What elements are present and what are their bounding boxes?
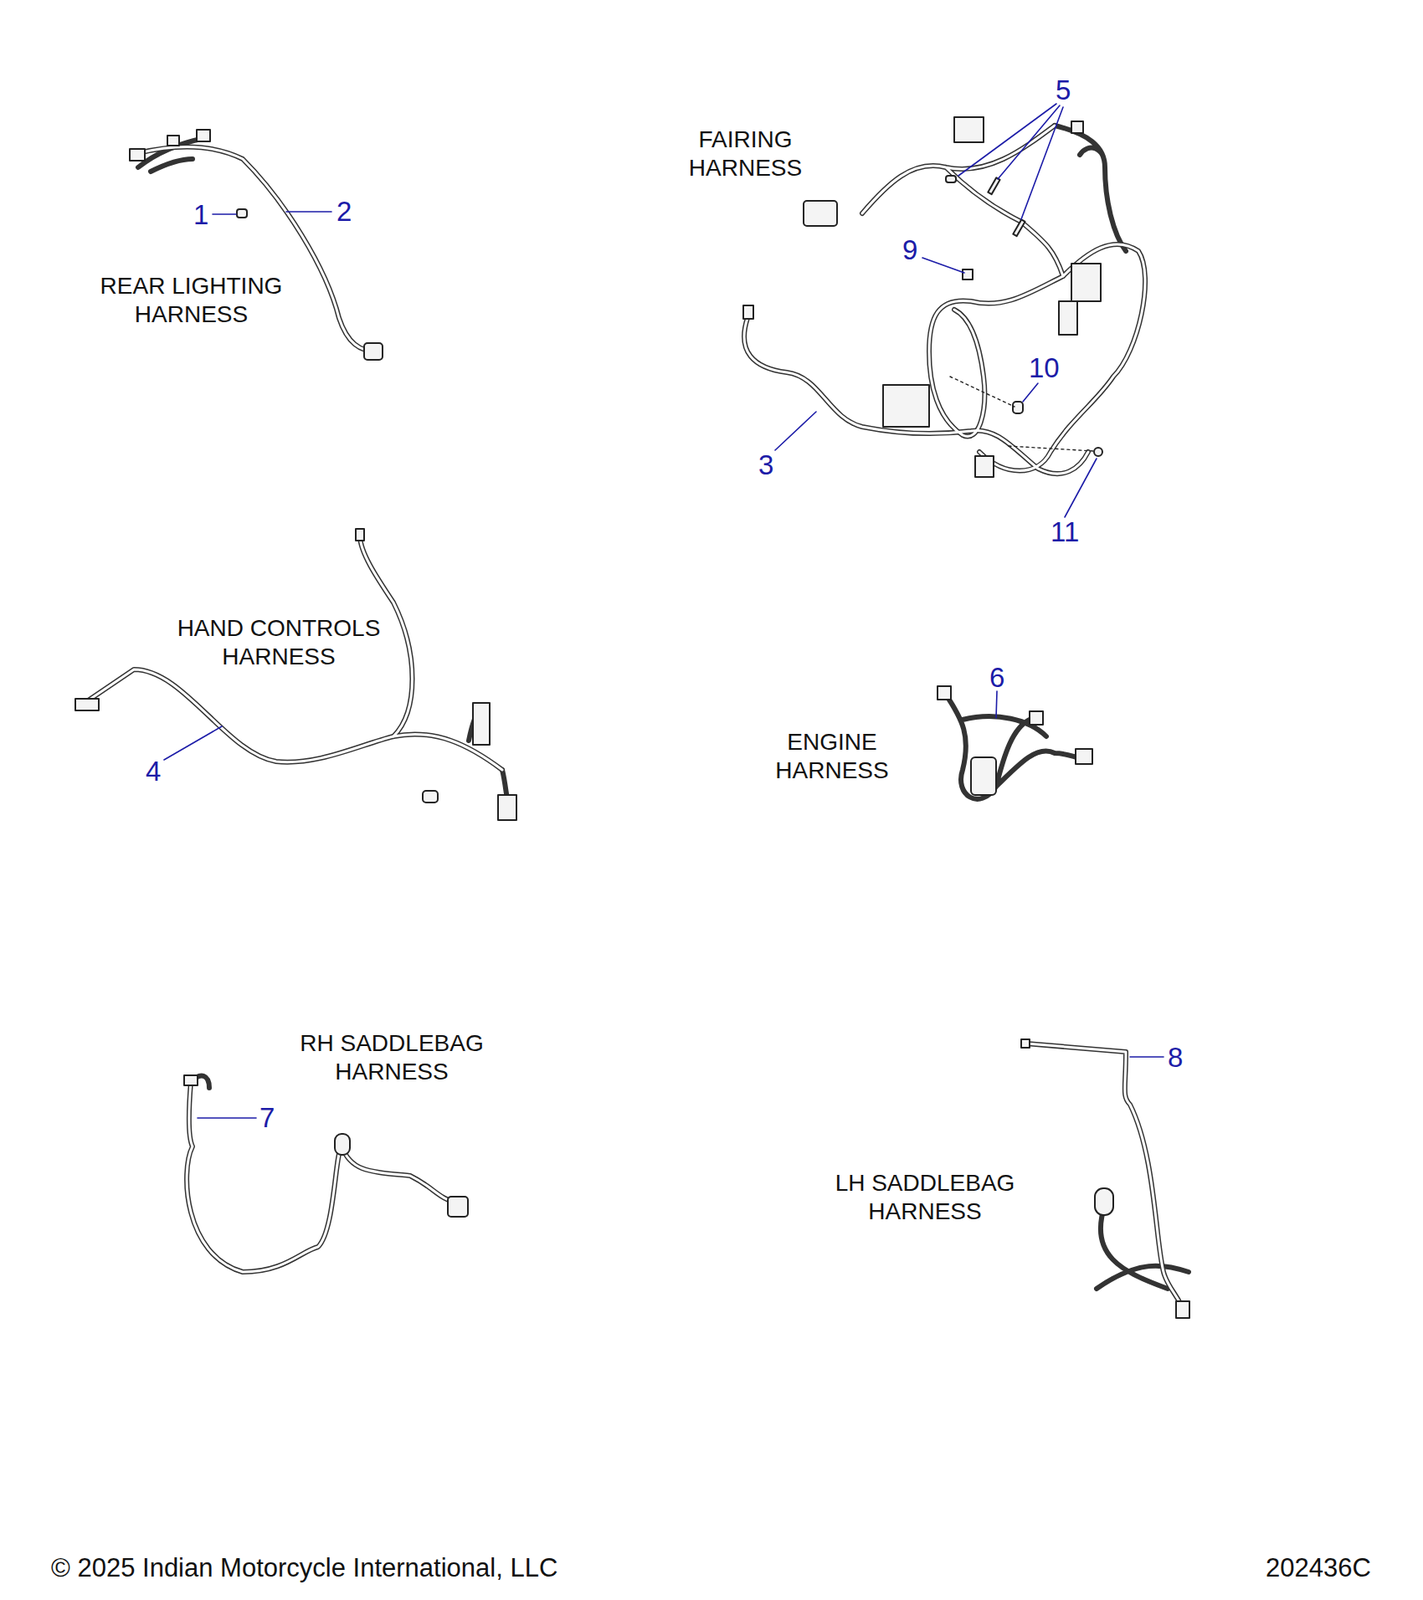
callout-number: 5 — [1055, 73, 1071, 108]
callout-number: 2 — [336, 195, 352, 229]
harness-name: REAR LIGHTING HARNESS — [80, 272, 303, 329]
callout-number: 11 — [1050, 515, 1079, 550]
callout-number: 4 — [145, 755, 161, 789]
harness-name: FAIRING HARNESS — [672, 125, 819, 182]
footer-text: © 2025 Indian Motorcycle International, … — [51, 1552, 558, 1584]
harness-name: LH SADDLEBAG HARNESS — [820, 1169, 1030, 1226]
harness-name: RH SADDLEBAG HARNESS — [287, 1029, 497, 1086]
callout-number: 10 — [1028, 351, 1060, 386]
callout-number: 6 — [989, 661, 1005, 695]
callout-number: 1 — [193, 198, 209, 232]
callout-number: 7 — [259, 1101, 275, 1136]
callout-number: 9 — [902, 233, 918, 268]
harness-name: ENGINE HARNESS — [760, 728, 904, 785]
harness-name: HAND CONTROLS HARNESS — [161, 614, 396, 671]
footer-text: 202436C — [1265, 1552, 1372, 1584]
callout-number: 8 — [1167, 1041, 1183, 1075]
callout-number: 3 — [758, 448, 774, 483]
